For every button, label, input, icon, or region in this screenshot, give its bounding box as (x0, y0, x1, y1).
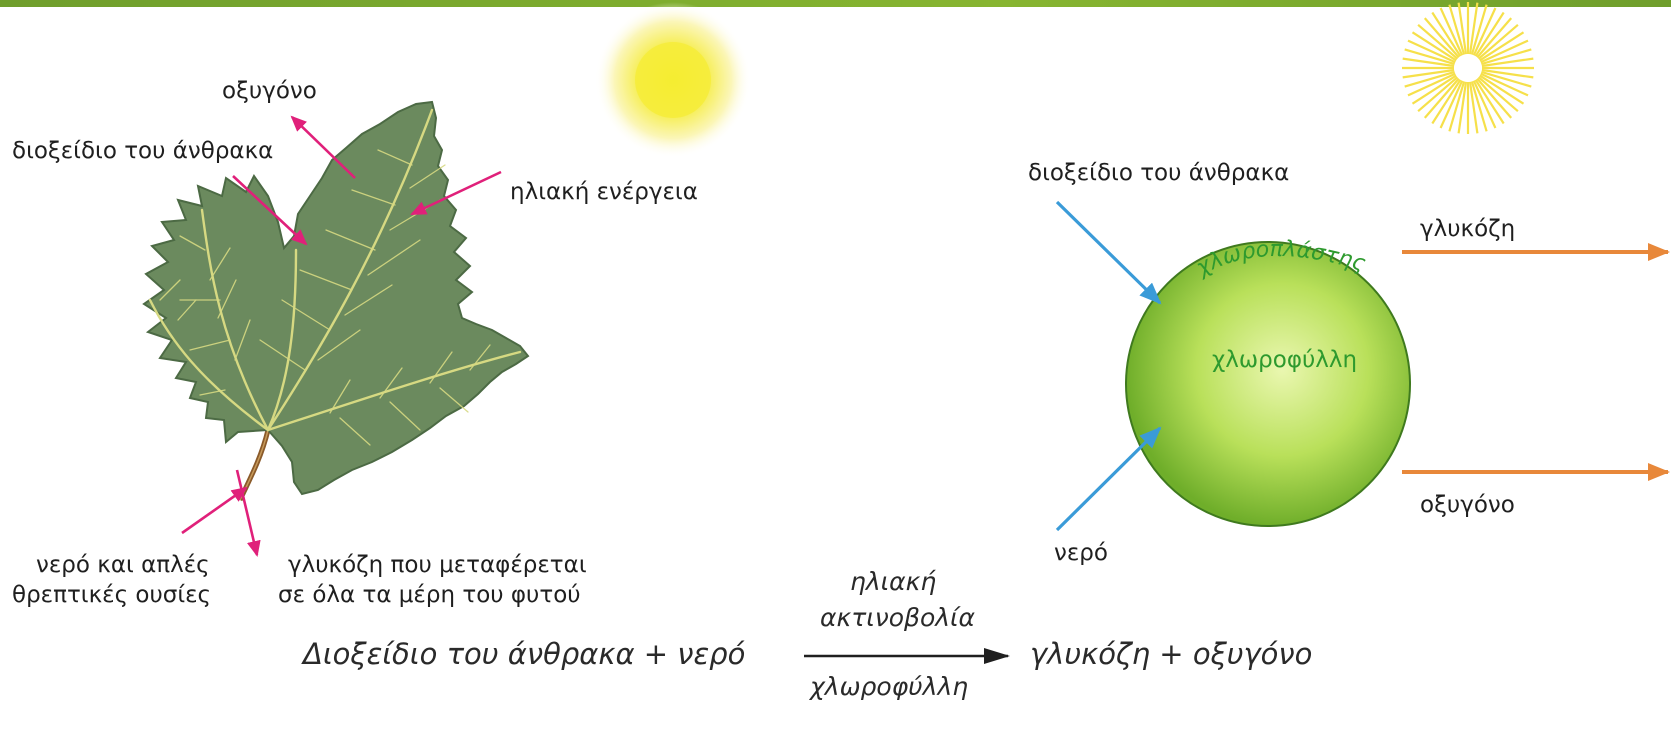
equation-reactants: Διοξείδιο του άνθρακα + νερό (303, 637, 746, 671)
leaf-arrows (181, 115, 502, 557)
chlorophyll-label: χλωροφύλλη (1212, 347, 1358, 373)
chloroplast-input-arrows (1055, 200, 1162, 532)
leaf-solar-energy-label: ηλιακή ενέργεια (510, 179, 698, 205)
top-accent-bar (0, 0, 1671, 7)
leaf-oxygen-label: οξυγόνο (222, 78, 317, 104)
leaf-carbon-dioxide-label: διοξείδιο του άνθρακα (12, 138, 274, 164)
leaf-glucose-transport-line1: γλυκόζη που μεταφέρεται (288, 552, 587, 578)
leaf-glucose-transport-line2: σε όλα τα μέρη του φυτού (278, 582, 581, 608)
equation-condition-top-2: ακτινοβολία (820, 603, 975, 632)
equation-condition-top-1: ηλιακή (850, 567, 937, 596)
leaf-water-nutrients-line2: θρεπτικές ουσίες (12, 582, 212, 608)
chloroplast-oxygen-label: οξυγόνο (1420, 492, 1515, 518)
chloroplast-glucose-label: γλυκόζη (1420, 216, 1516, 242)
chloroplast-water-label: νερό (1054, 540, 1108, 566)
leaf-water-nutrients-line1: νερό και απλές (36, 552, 210, 578)
equation-condition-bottom: χλωροφύλλη (810, 672, 969, 701)
chloroplast-carbon-dioxide-label: διοξείδιο του άνθρακα (1028, 160, 1290, 186)
sun-icon (595, 2, 751, 158)
chloroplast-icon (1125, 241, 1411, 527)
sun-rays-icon (1402, 2, 1534, 134)
leaf-icon (142, 100, 530, 502)
chloroplast-output-arrows (1402, 243, 1670, 481)
equation-products: γλυκόζη + οξυγόνο (1030, 637, 1313, 671)
